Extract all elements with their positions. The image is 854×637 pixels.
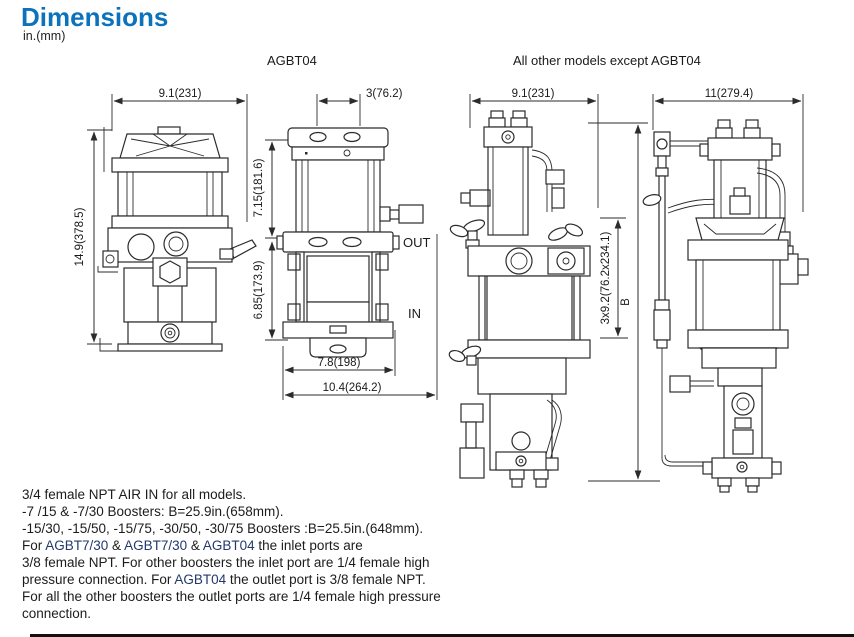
group-label-other-models: All other models except AGBT04 [513,53,701,68]
note-line-2: -7 /15 & -7/30 Boosters: B=25.9in.(658mm… [22,504,284,519]
note-6-pre: pressure connection. For [22,572,175,587]
dim-label-front-width: 9.1(231) [159,88,202,100]
model-name-agbt7-30: AGBT7/30 [45,538,109,553]
units-note: in.(mm) [23,29,66,43]
notes-block: 3/4 female NPT AIR IN for all models. -7… [22,486,441,622]
dim-label-side-upper: 7.15(181.6) [253,158,265,217]
note-4-post: the inlet ports are [254,538,363,553]
other-side-art [642,119,809,493]
note-line-8: connection. [22,606,92,621]
note-line-6: pressure connection. For AGBT04 the outl… [22,571,441,588]
agbt04-side-art [276,127,424,358]
group-label-agbt04: AGBT04 [267,53,317,68]
model-name-agbt7-30-2: AGBT7/30 [124,538,188,553]
agbt04-side-view: 3(76.2) 7.15(181.6) 6.85(173.9) [253,88,438,400]
note-line-3: -15/30, -15/50, -15/75, -30/50, -30/75 B… [22,521,424,536]
note-4-sep1: & [108,538,125,553]
dim-label-side-base: 7.8(198) [318,357,361,369]
dim-label-side-lower: 6.85(173.9) [253,260,265,319]
other-models-front-view: 9.1(231) B 3x9.2(76.2x234.1) [448,88,660,488]
dim-label-other-width: 9.1(231) [512,88,555,100]
model-name-agbt04-2: AGBT04 [174,572,227,587]
note-line-4: For AGBT7/30 & AGBT7/30 & AGBT04 the inl… [22,537,441,554]
dim-label-other-side-width: 11(279.4) [705,88,754,100]
note-line-5: 3/8 female NPT. For other boosters the i… [22,555,430,570]
port-label-in: IN [408,306,421,321]
port-label-out: OUT [403,235,431,250]
agbt04-front-art [97,126,257,352]
other-front-art [448,110,591,488]
bottom-border [30,634,854,637]
page-title: Dimensions [21,2,169,32]
model-name-agbt04: AGBT04 [202,538,255,553]
note-line-7: For all the other boosters the outlet po… [22,589,441,604]
technical-drawings: 9.1(231) 14.9(378.5) [74,88,809,493]
agbt04-front-view: 9.1(231) 14.9(378.5) [74,88,257,352]
note-4-sep2: & [187,538,203,553]
dim-label-side-overall: 10.4(264.2) [323,382,382,394]
dim-label-stroke: 3x9.2(76.2x234.1) [600,231,612,324]
note-line-1: 3/4 female NPT AIR IN for all models. [22,487,247,502]
dim-label-front-height: 14.9(378.5) [74,207,86,266]
dim-label-b: B [620,298,632,306]
note-6-post: the outlet port is 3/8 female NPT. [226,572,426,587]
note-4-pre: For [22,538,46,553]
dim-label-side-top: 3(76.2) [366,88,403,100]
other-models-side-view: 11(279.4) [642,88,809,493]
